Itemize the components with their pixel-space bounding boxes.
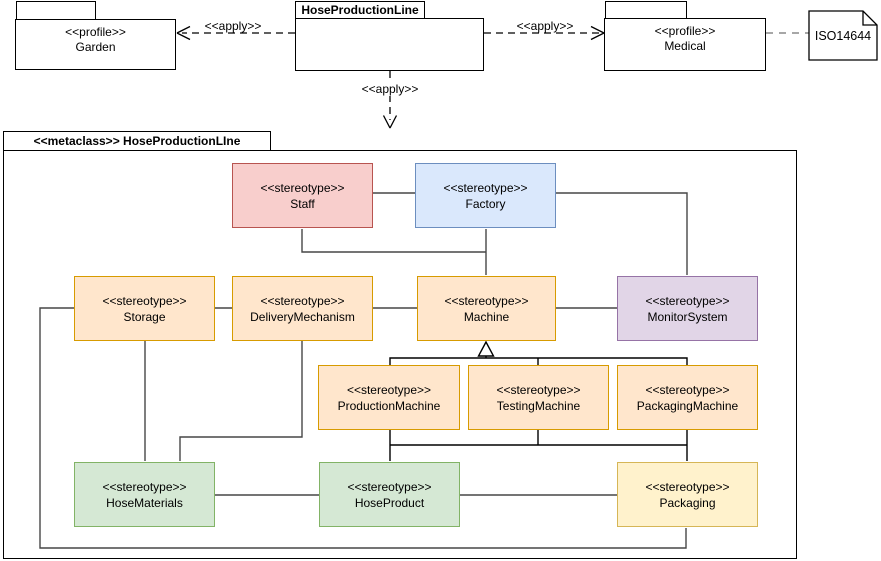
edge-deliverymechanism-hosematerials — [179, 341, 303, 461]
stereotype-name: TestingMachine — [496, 398, 581, 413]
stereotype-name: HoseProduct — [354, 495, 425, 510]
stereotype-name: MonitorSystem — [647, 309, 728, 324]
apply-label-left: <<apply>> — [204, 19, 262, 33]
stereotype-storage: <<stereotype>> Storage — [74, 276, 215, 341]
stereotype-name: ProductionMachine — [337, 398, 441, 413]
stereotype-keyword: <<stereotype>> — [645, 382, 730, 397]
stereotype-name: Factory — [465, 196, 506, 211]
garden-name: Garden — [75, 40, 116, 54]
stereotype-keyword: <<stereotype>> — [346, 382, 432, 397]
garden-package: <<profile>> Garden — [15, 19, 176, 70]
stereotype-name: Storage — [123, 309, 166, 324]
stereotype-name: PackagingMachine — [636, 398, 739, 413]
stereotype-keyword: <<stereotype>> — [102, 293, 187, 308]
edge-factory-monitorsystem — [555, 192, 688, 275]
medical-name: Medical — [664, 39, 706, 53]
stereotype-staff: <<stereotype>> Staff — [232, 163, 373, 228]
iso-note-label: ISO14644 — [814, 28, 872, 43]
stereotype-keyword: <<stereotype>> — [102, 479, 187, 494]
medical-package-tab — [605, 1, 687, 19]
garden-package-tab — [16, 1, 96, 20]
stereotype-keyword: <<stereotype>> — [496, 382, 581, 397]
stereotype-hoseproduct: <<stereotype>> HoseProduct — [319, 462, 460, 527]
note-shape — [808, 10, 878, 61]
metaclass-tab: <<metaclass>> HoseProductionLIne — [3, 131, 271, 151]
hoseproductionline-package — [295, 18, 484, 71]
edge-storage-packaging — [39, 307, 687, 549]
garden-keyword: <<profile>> — [65, 25, 126, 39]
apply-label-down: <<apply>> — [360, 82, 420, 96]
stereotype-hosematerials: <<stereotype>> HoseMaterials — [74, 462, 215, 527]
stereotype-testingmachine: <<stereotype>> TestingMachine — [468, 365, 609, 430]
stereotype-keyword: <<stereotype>> — [645, 293, 730, 308]
stereotype-packagingmachine: <<stereotype>> PackagingMachine — [617, 365, 758, 430]
stereotype-productionmachine: <<stereotype>> ProductionMachine — [318, 365, 460, 430]
stereotype-keyword: <<stereotype>> — [645, 479, 730, 494]
medical-package: <<profile>> Medical — [604, 18, 766, 71]
hoseproductionline-package-tab: HoseProductionLine — [295, 1, 425, 19]
note-fold-icon — [862, 11, 877, 26]
apply-label-right: <<apply>> — [516, 19, 574, 33]
stereotype-name: HoseMaterials — [106, 495, 183, 510]
medical-keyword: <<profile>> — [654, 24, 716, 38]
stereotype-factory: <<stereotype>> Factory — [415, 163, 556, 228]
generalization-triangle-icon — [477, 340, 495, 357]
stereotype-keyword: <<stereotype>> — [444, 293, 529, 308]
stereotype-packaging: <<stereotype>> Packaging — [617, 462, 758, 527]
hoseproductionline-name: HoseProductionLine — [301, 3, 419, 17]
stereotype-name: Packaging — [659, 495, 716, 510]
edge-staff-machine — [301, 229, 486, 253]
stereotype-deliverymechanism: <<stereotype>> DeliveryMechanism — [232, 276, 373, 341]
stereotype-machine: <<stereotype>> Machine — [417, 276, 556, 341]
stereotype-keyword: <<stereotype>> — [260, 180, 345, 195]
stereotype-name: Machine — [463, 309, 510, 324]
stereotype-keyword: <<stereotype>> — [347, 479, 432, 494]
stereotype-monitorsystem: <<stereotype>> MonitorSystem — [617, 276, 758, 341]
stereotype-keyword: <<stereotype>> — [443, 180, 528, 195]
stereotype-name: Staff — [290, 196, 315, 211]
apply-arrowhead-right-icon — [590, 25, 605, 41]
metaclass-container — [3, 150, 797, 559]
metaclass-tab-label: <<metaclass>> HoseProductionLIne — [33, 134, 241, 148]
stereotype-keyword: <<stereotype>> — [260, 293, 345, 308]
apply-arrowhead-left-icon — [176, 25, 191, 41]
apply-arrowhead-down-icon — [382, 115, 398, 129]
stereotype-name: DeliveryMechanism — [250, 309, 355, 324]
